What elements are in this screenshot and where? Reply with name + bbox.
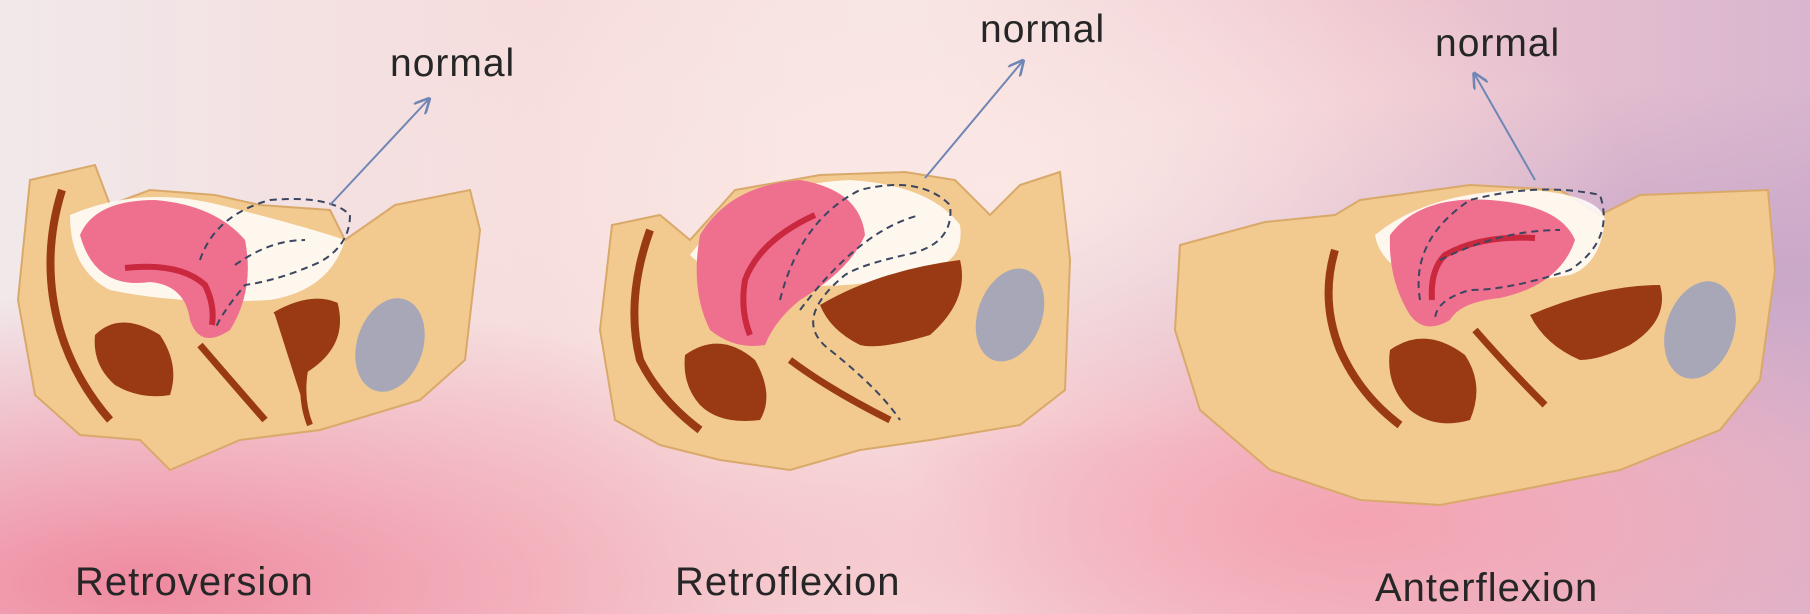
- normal-arrow: [1475, 75, 1535, 180]
- anterflexion-figure: [1175, 75, 1775, 505]
- retroflexion-title: Retroflexion: [675, 560, 900, 605]
- normal-arrow: [330, 100, 428, 205]
- normal-arrow: [925, 62, 1022, 178]
- normal-label-3: normal: [1435, 22, 1560, 66]
- normal-label-1: normal: [390, 42, 515, 86]
- retroflexion-figure: [600, 62, 1070, 470]
- anterflexion-title: Anterflexion: [1375, 566, 1598, 611]
- retroversion-title: Retroversion: [75, 560, 314, 605]
- retroversion-figure: [18, 100, 480, 470]
- normal-label-2: normal: [980, 8, 1105, 52]
